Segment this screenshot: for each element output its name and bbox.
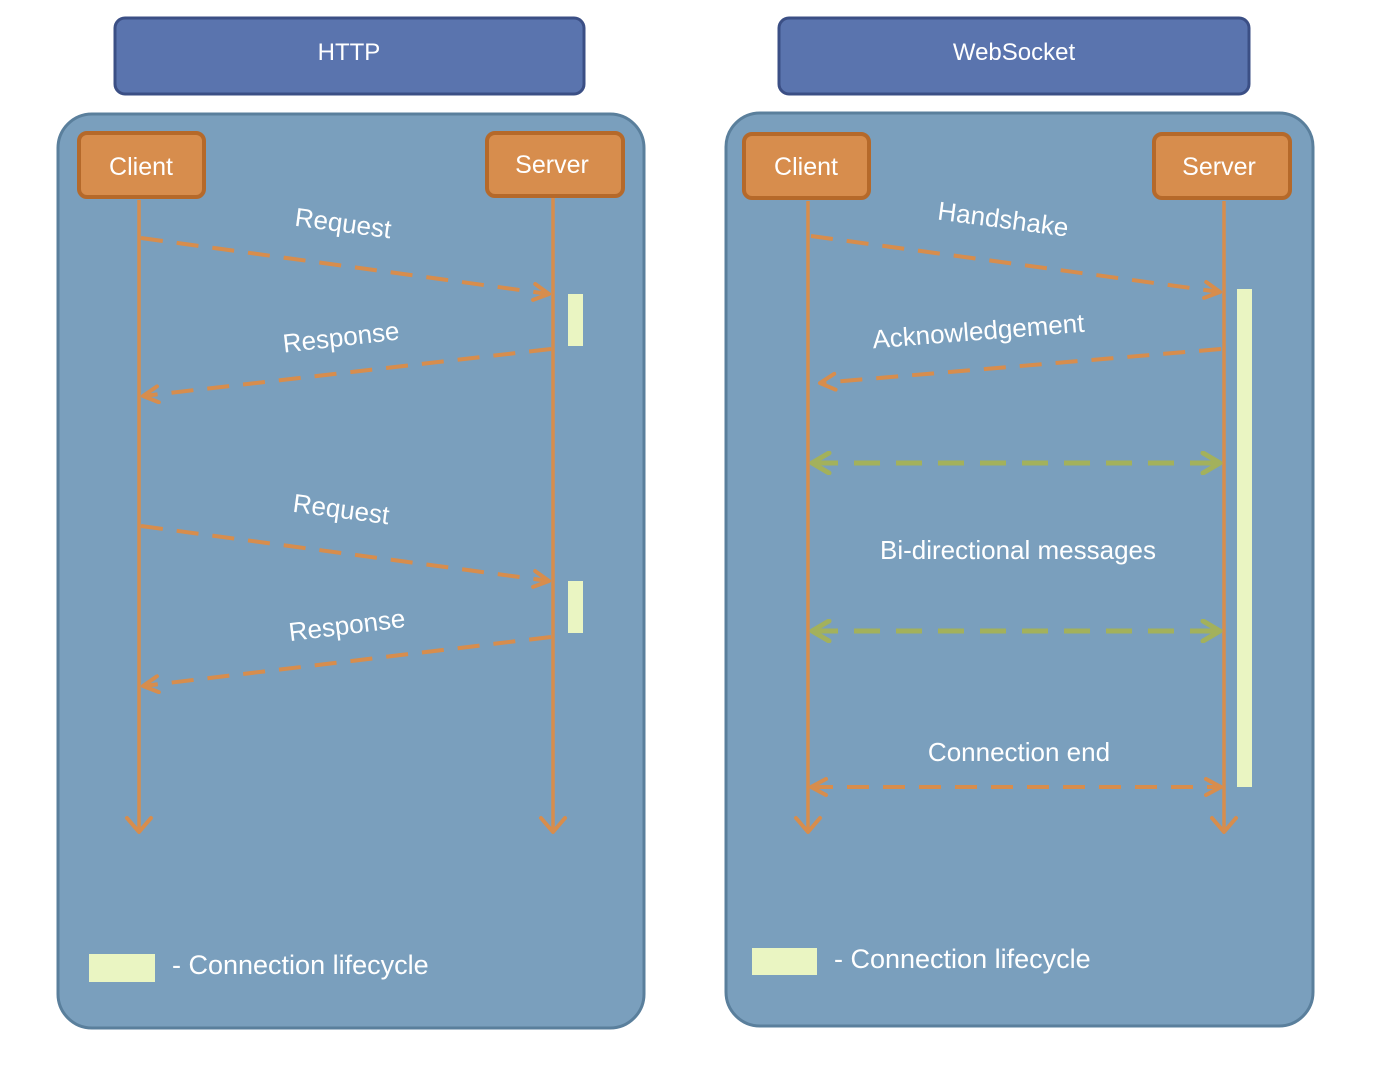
websocket-server-label: Server	[1182, 153, 1256, 181]
websocket-handshake-arrow	[810, 234, 1222, 300]
websocket-connection-lifecycle-bar	[1237, 289, 1252, 787]
websocket-bidirectional-label: Bi-directional messages	[880, 535, 1156, 565]
http-response-1-arrow	[141, 347, 552, 405]
websocket-connection-end-label: Connection end	[928, 737, 1110, 767]
http-header: HTTP	[113, 16, 586, 96]
websocket-server-actor: Server	[1152, 132, 1292, 200]
websocket-title: WebSocket	[953, 39, 1076, 66]
http-server-label: Server	[515, 151, 589, 179]
websocket-panel	[724, 111, 1315, 1028]
http-connection-lifecycle-bar-1	[568, 294, 583, 346]
websocket-section: WebSocket Client Server Handshake Acknow…	[724, 16, 1315, 1028]
http-legend-swatch	[89, 954, 155, 982]
websocket-client-label: Client	[774, 153, 838, 181]
http-title: HTTP	[318, 39, 381, 66]
http-section: HTTP Client Server Request Response Requ…	[56, 16, 646, 1030]
websocket-acknowledgement-arrow	[818, 347, 1222, 392]
websocket-client-actor: Client	[742, 132, 871, 200]
http-request-1-arrow	[140, 236, 551, 302]
http-response-2-arrow	[141, 635, 552, 695]
websocket-legend-label: - Connection lifecycle	[834, 944, 1091, 974]
http-panel	[56, 112, 646, 1030]
http-client-label: Client	[109, 153, 173, 181]
websocket-header: WebSocket	[777, 16, 1251, 96]
http-connection-lifecycle-bar-2	[568, 581, 583, 633]
http-server-actor: Server	[485, 131, 625, 198]
http-request-2-arrow	[140, 524, 551, 589]
http-client-actor: Client	[77, 131, 206, 199]
websocket-legend-swatch	[752, 948, 817, 975]
http-legend-label: - Connection lifecycle	[172, 950, 429, 980]
